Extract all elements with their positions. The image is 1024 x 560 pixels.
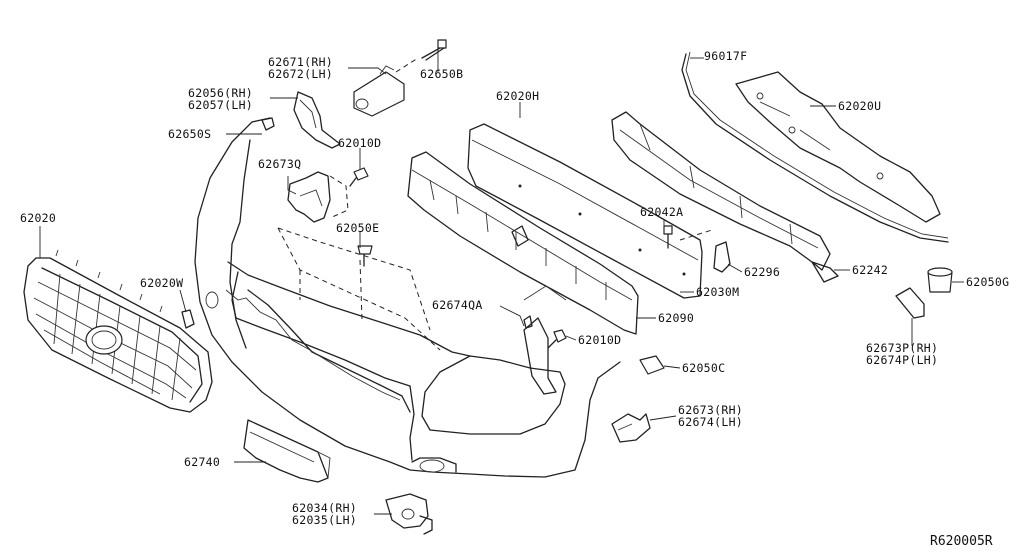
clip-62020w — [181, 309, 195, 329]
label-62020h: 62020H — [496, 89, 540, 103]
clip-62050e — [357, 245, 373, 267]
bolt-62010d-mid — [547, 329, 567, 349]
label-62674: 62674(LH) — [678, 415, 744, 429]
bumper-fascia — [194, 117, 621, 478]
sensor-62671 — [353, 57, 419, 117]
upper-bracket — [611, 111, 839, 283]
label-62673p: 62673P(RH) — [866, 341, 939, 355]
undercover — [735, 71, 941, 223]
reinforcement-beam — [467, 123, 703, 299]
fog-lamp-bracket — [385, 493, 433, 535]
label-62042a: 62042A — [640, 205, 684, 219]
label-62242: 62242 — [852, 263, 889, 277]
label-62020: 62020 — [20, 211, 57, 225]
diagram-reference-code: R620005R — [930, 534, 993, 549]
label-62674p: 62674P(LH) — [866, 353, 939, 367]
clip-62050g — [927, 267, 953, 293]
label-62056: 62056(RH) — [188, 86, 254, 100]
label-62740: 62740 — [184, 455, 221, 469]
label-62650b: 62650B — [420, 67, 464, 81]
clip-62650s — [261, 117, 275, 131]
label-62673q: 62673Q — [258, 157, 302, 171]
label-62010d-mid: 62010D — [578, 333, 622, 347]
bracket-62296 — [713, 241, 731, 273]
leader-lines — [39, 48, 964, 515]
label-62674qa: 62674QA — [432, 298, 483, 312]
label-62050e: 62050E — [336, 221, 380, 235]
bolt-62650b — [421, 39, 447, 61]
label-62050g: 62050G — [966, 275, 1010, 289]
label-62020u: 62020U — [838, 99, 882, 113]
bracket-62674qa — [523, 315, 557, 395]
bracket-62673q — [287, 171, 349, 223]
label-62020w: 62020W — [140, 276, 184, 290]
label-62050c: 62050C — [682, 361, 726, 375]
label-62010d-top: 62010D — [338, 136, 382, 150]
side-bracket — [293, 91, 341, 149]
license-bracket — [243, 419, 331, 483]
bracket-62673p — [895, 287, 925, 319]
nut-62050c — [639, 355, 665, 375]
bolt-62042a — [663, 225, 713, 249]
label-62090: 62090 — [658, 311, 695, 325]
label-62057: 62057(LH) — [188, 98, 254, 112]
energy-absorber — [407, 151, 639, 335]
bracket-62673 — [611, 413, 651, 443]
bumper-dashed-outline — [277, 227, 441, 351]
label-96017f: 96017F — [704, 49, 748, 63]
label-62671: 62671(RH) — [268, 55, 334, 69]
label-62035: 62035(LH) — [292, 513, 358, 527]
seal-strip — [681, 51, 949, 243]
grille-assembly — [23, 249, 213, 413]
label-62034: 62034(RH) — [292, 501, 358, 515]
label-62673: 62673(RH) — [678, 403, 744, 417]
label-62296: 62296 — [744, 265, 781, 279]
label-62672: 62672(LH) — [268, 67, 334, 81]
bolt-62010d-top — [349, 167, 369, 187]
label-62030m: 62030M — [696, 285, 740, 299]
label-62650s: 62650S — [168, 127, 212, 141]
